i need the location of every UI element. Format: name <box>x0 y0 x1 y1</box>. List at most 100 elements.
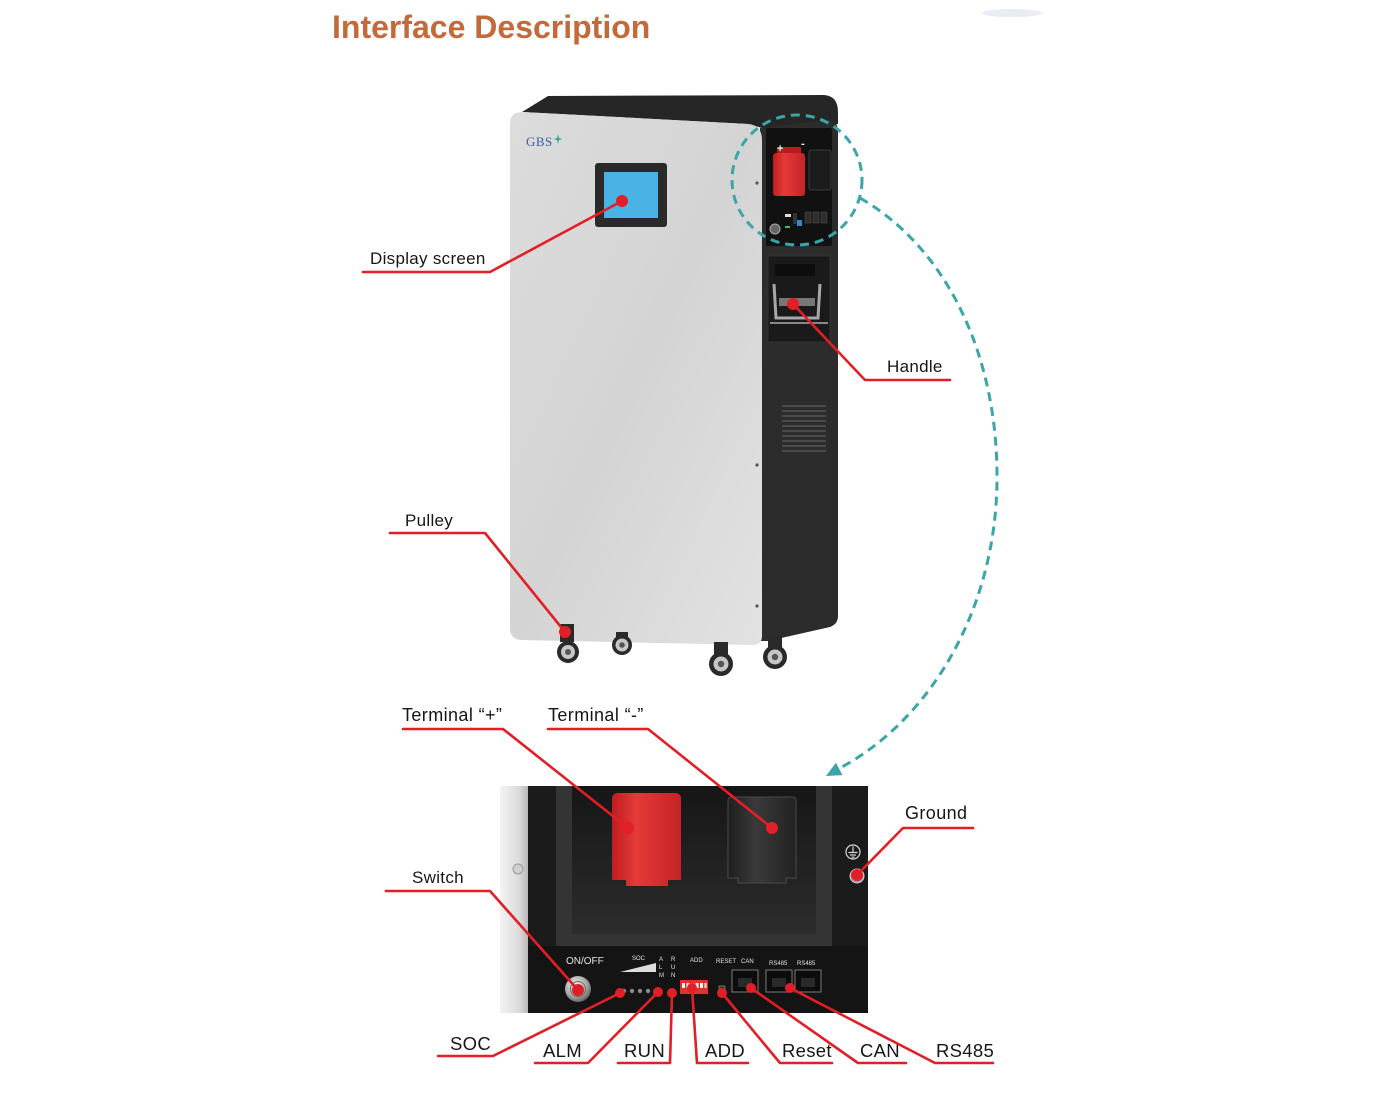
pulley-wheels <box>557 624 787 676</box>
callout-label: ADD <box>705 1040 745 1061</box>
positive-terminal-cap <box>777 147 801 156</box>
callout-soc: SOC <box>436 988 625 1058</box>
callout-leader-line <box>616 991 674 1065</box>
side-screw <box>512 863 524 875</box>
callout-marker-dot <box>667 988 677 998</box>
battery-unit: GBS + - <box>510 95 838 676</box>
run-letter: U <box>671 965 675 971</box>
callout-label: ALM <box>543 1040 582 1061</box>
callout-marker-dot <box>572 984 584 996</box>
wheel-bracket <box>768 636 782 648</box>
run-letter: R <box>671 957 676 963</box>
wheel-hub <box>771 653 779 661</box>
handle-area <box>767 255 831 343</box>
callout-pulley: Pulley <box>388 511 571 638</box>
alm-letter: L <box>659 965 663 971</box>
ground-symbol-icon <box>845 844 861 860</box>
brand-logo: GBS <box>526 134 553 149</box>
front-screw <box>755 463 759 467</box>
logo-star-icon <box>553 134 563 144</box>
callout-label: Switch <box>412 868 464 887</box>
rs485-port-socket <box>772 978 786 987</box>
callout-marker-dot <box>787 298 799 310</box>
callout-alm: ALM <box>533 987 663 1065</box>
mini-port <box>812 211 820 224</box>
wheel-bracket <box>714 642 728 654</box>
mini-led <box>785 226 790 228</box>
callout-can: CAN <box>746 983 908 1065</box>
negative-terminal-cover <box>808 149 832 191</box>
callout-marker-dot <box>746 983 756 993</box>
battery-front-face <box>510 112 762 645</box>
callout-terminal-positive: Terminal “+” <box>401 705 634 834</box>
callout-ground: Ground <box>851 803 975 881</box>
callout-marker-dot <box>559 626 571 638</box>
panel-side-strip <box>500 786 528 1013</box>
negative-mark: - <box>801 138 805 150</box>
callout-terminal-negative: Terminal “-” <box>546 705 778 834</box>
wheel-hub <box>619 642 625 648</box>
callout-rs485: RS485 <box>785 983 995 1065</box>
power-knob-ring <box>570 981 586 997</box>
callout-label: RUN <box>624 1040 665 1061</box>
reset-panel-label: RESET <box>716 959 736 965</box>
callout-leader-line <box>436 991 622 1058</box>
zoom-connector <box>730 113 999 776</box>
soc-led <box>629 988 635 994</box>
callout-leader-line <box>855 826 975 877</box>
background-smudge <box>982 9 1042 17</box>
interface-panel: ON/OFF SOC A L M R U N ADD RESET CAN RS4… <box>500 786 868 1013</box>
callout-reset: Reset <box>717 988 834 1065</box>
callout-leader-line <box>384 889 580 992</box>
callout-label: Handle <box>887 357 943 376</box>
callout-label: Terminal “+” <box>402 705 502 725</box>
callout-leader-line <box>388 531 567 634</box>
callout-label: Terminal “-” <box>548 705 644 725</box>
rs485-panel-label: RS485 <box>797 961 816 967</box>
dashed-arrow-icon <box>826 762 843 776</box>
front-screw <box>755 181 759 185</box>
mini-port <box>820 211 828 224</box>
mini-dip-switch <box>797 220 802 226</box>
callout-leader-line <box>533 990 660 1065</box>
callout-label: Reset <box>782 1040 832 1061</box>
mini-port <box>804 211 812 224</box>
display-screen <box>604 172 658 218</box>
front-screw <box>755 604 759 608</box>
soc-led <box>637 988 643 994</box>
callout-marker-dot <box>616 195 628 207</box>
dip-switch-lever <box>700 983 703 988</box>
can-panel-label: CAN <box>741 959 754 965</box>
positive-terminal-cover <box>612 793 681 886</box>
soc-panel-label: SOC <box>632 956 646 962</box>
callout-leader-line <box>690 986 750 1065</box>
callout-marker-dot <box>766 822 778 834</box>
callout-add: ADD <box>687 983 750 1065</box>
callout-marker-dot <box>717 988 727 998</box>
dip-switch-lever <box>695 983 699 988</box>
callout-leader-line <box>546 727 774 830</box>
soc-ramp-icon <box>620 963 656 972</box>
dip-switch-lever <box>682 983 685 988</box>
battery-side-panel <box>760 120 838 641</box>
dashed-arrow-path <box>839 196 999 770</box>
negative-terminal-cover <box>727 796 797 884</box>
callout-display-screen: Display screen <box>361 195 628 274</box>
callout-marker-dot <box>687 983 697 993</box>
alm-letter: M <box>659 973 664 979</box>
callout-switch: Switch <box>384 868 584 996</box>
callout-handle: Handle <box>787 298 952 382</box>
positive-terminal-cover <box>773 153 805 196</box>
wheel-hub <box>717 660 725 668</box>
mini-port <box>793 213 797 224</box>
rs485-port-socket <box>801 978 815 987</box>
zoom-highlight-circle <box>730 113 864 247</box>
mini-switch-knob-icon <box>769 223 781 235</box>
callout-label: CAN <box>860 1040 900 1061</box>
can-port-socket <box>738 978 752 987</box>
wheel-hub <box>565 649 571 655</box>
callout-marker-dot <box>653 987 663 997</box>
callout-leader-line <box>401 727 630 830</box>
callout-run: RUN <box>616 988 677 1065</box>
